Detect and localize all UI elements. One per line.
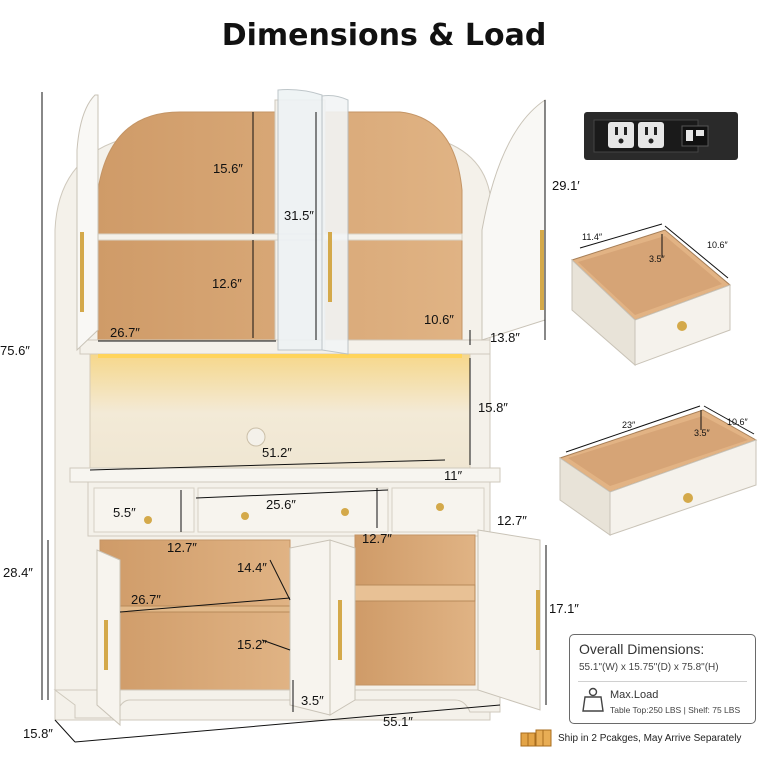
dim-open-area-height: 15.8″: [478, 400, 508, 415]
dim-upper-depth: 13.8″: [490, 330, 520, 345]
max-load-detail: Table Top:250 LBS | Shelf: 75 LBS: [610, 705, 741, 715]
dim-upper-width: 26.7″: [110, 325, 140, 340]
upper-center-left-door: [277, 89, 326, 351]
open-counter-area: [89, 353, 471, 473]
package-boxes-icon: [520, 729, 552, 747]
dim-drawer-wide-width: 25.6″: [266, 497, 296, 512]
dim-lower-shelf-height: 14.4″: [237, 560, 267, 575]
drawer-middle: [197, 487, 389, 533]
power-outlet-strip: [584, 112, 738, 160]
dim-drawer-depth-left: 12.7″: [167, 540, 197, 555]
dim-drawer-depth-right: 12.7″: [497, 513, 527, 528]
card-divider: [578, 681, 747, 682]
upper-center-right-door: [321, 95, 349, 355]
dim-overall-depth: 15.8″: [23, 726, 53, 741]
shipping-note: Ship in 2 Pcakges, May Arrive Separately: [520, 729, 741, 747]
countertop: [69, 467, 501, 483]
dim-counter-depth: 11″: [444, 468, 463, 483]
page-title: Dimensions & Load: [221, 18, 547, 53]
lower-right-interior: [354, 534, 476, 686]
dim-upper-side-depth: 10.6″: [424, 312, 454, 327]
lower-left-interior: [99, 539, 291, 691]
drawer-small-height: 3.5″: [649, 254, 665, 264]
overall-dimensions-card: Overall Dimensions: 55.1"(W) x 15.75"(D)…: [569, 634, 756, 724]
drawer-right: [391, 487, 485, 533]
drawer-large-width: 23″: [622, 420, 636, 430]
drawer-small-depth: 10.6″: [707, 240, 728, 250]
drawer-small-illustration: [571, 223, 731, 367]
usb-port-icon: [681, 125, 709, 147]
dim-foot-height: 3.5″: [301, 693, 324, 708]
overall-detail: 55.1"(W) x 15.75"(D) x 75.8"(H): [579, 662, 719, 673]
dim-right-cabinet-height: 17.1″: [549, 601, 579, 616]
dim-overall-width: 55.1″: [383, 714, 413, 729]
weight-icon: [582, 687, 604, 712]
dim-counter-width: 51.2″: [262, 445, 292, 460]
dim-door-height: 31.5″: [284, 208, 314, 223]
upper-right-door: [481, 99, 546, 341]
lower-door-right-a: [329, 539, 356, 716]
outlet-icon: [608, 122, 664, 148]
dim-upper-shelf-height: 15.6″: [213, 161, 243, 176]
dim-drawer-depth-mid: 12.7″: [362, 531, 392, 546]
shipping-text: Ship in 2 Pcakges, May Arrive Separately: [558, 732, 742, 744]
dim-arch-height: 29.1′: [552, 178, 580, 193]
lower-shelf-right: [354, 584, 476, 602]
dim-total-height: 75.6″: [0, 343, 30, 358]
overall-heading: Overall Dimensions:: [579, 641, 705, 657]
drawer-large-illustration: [558, 405, 758, 536]
dim-drawer-small-height: 5.5″: [113, 505, 136, 520]
drawer-large-depth: 10.6″: [727, 417, 748, 427]
drawer-large-height: 3.5″: [694, 428, 710, 438]
dim-base-height: 28.4″: [3, 565, 33, 580]
dim-lower-bottom-height: 15.2″: [237, 637, 267, 652]
drawer-left: [93, 487, 195, 533]
max-load-label: Max.Load: [610, 689, 659, 701]
lower-door-left-a: [96, 549, 121, 727]
lower-door-left-b: [289, 539, 331, 716]
dim-lower-upper-shelf: 12.6″: [212, 276, 242, 291]
drawer-small-width: 11.4″: [582, 232, 603, 242]
dim-lower-width: 26.7″: [131, 592, 161, 607]
lower-door-right-b: [477, 529, 541, 711]
